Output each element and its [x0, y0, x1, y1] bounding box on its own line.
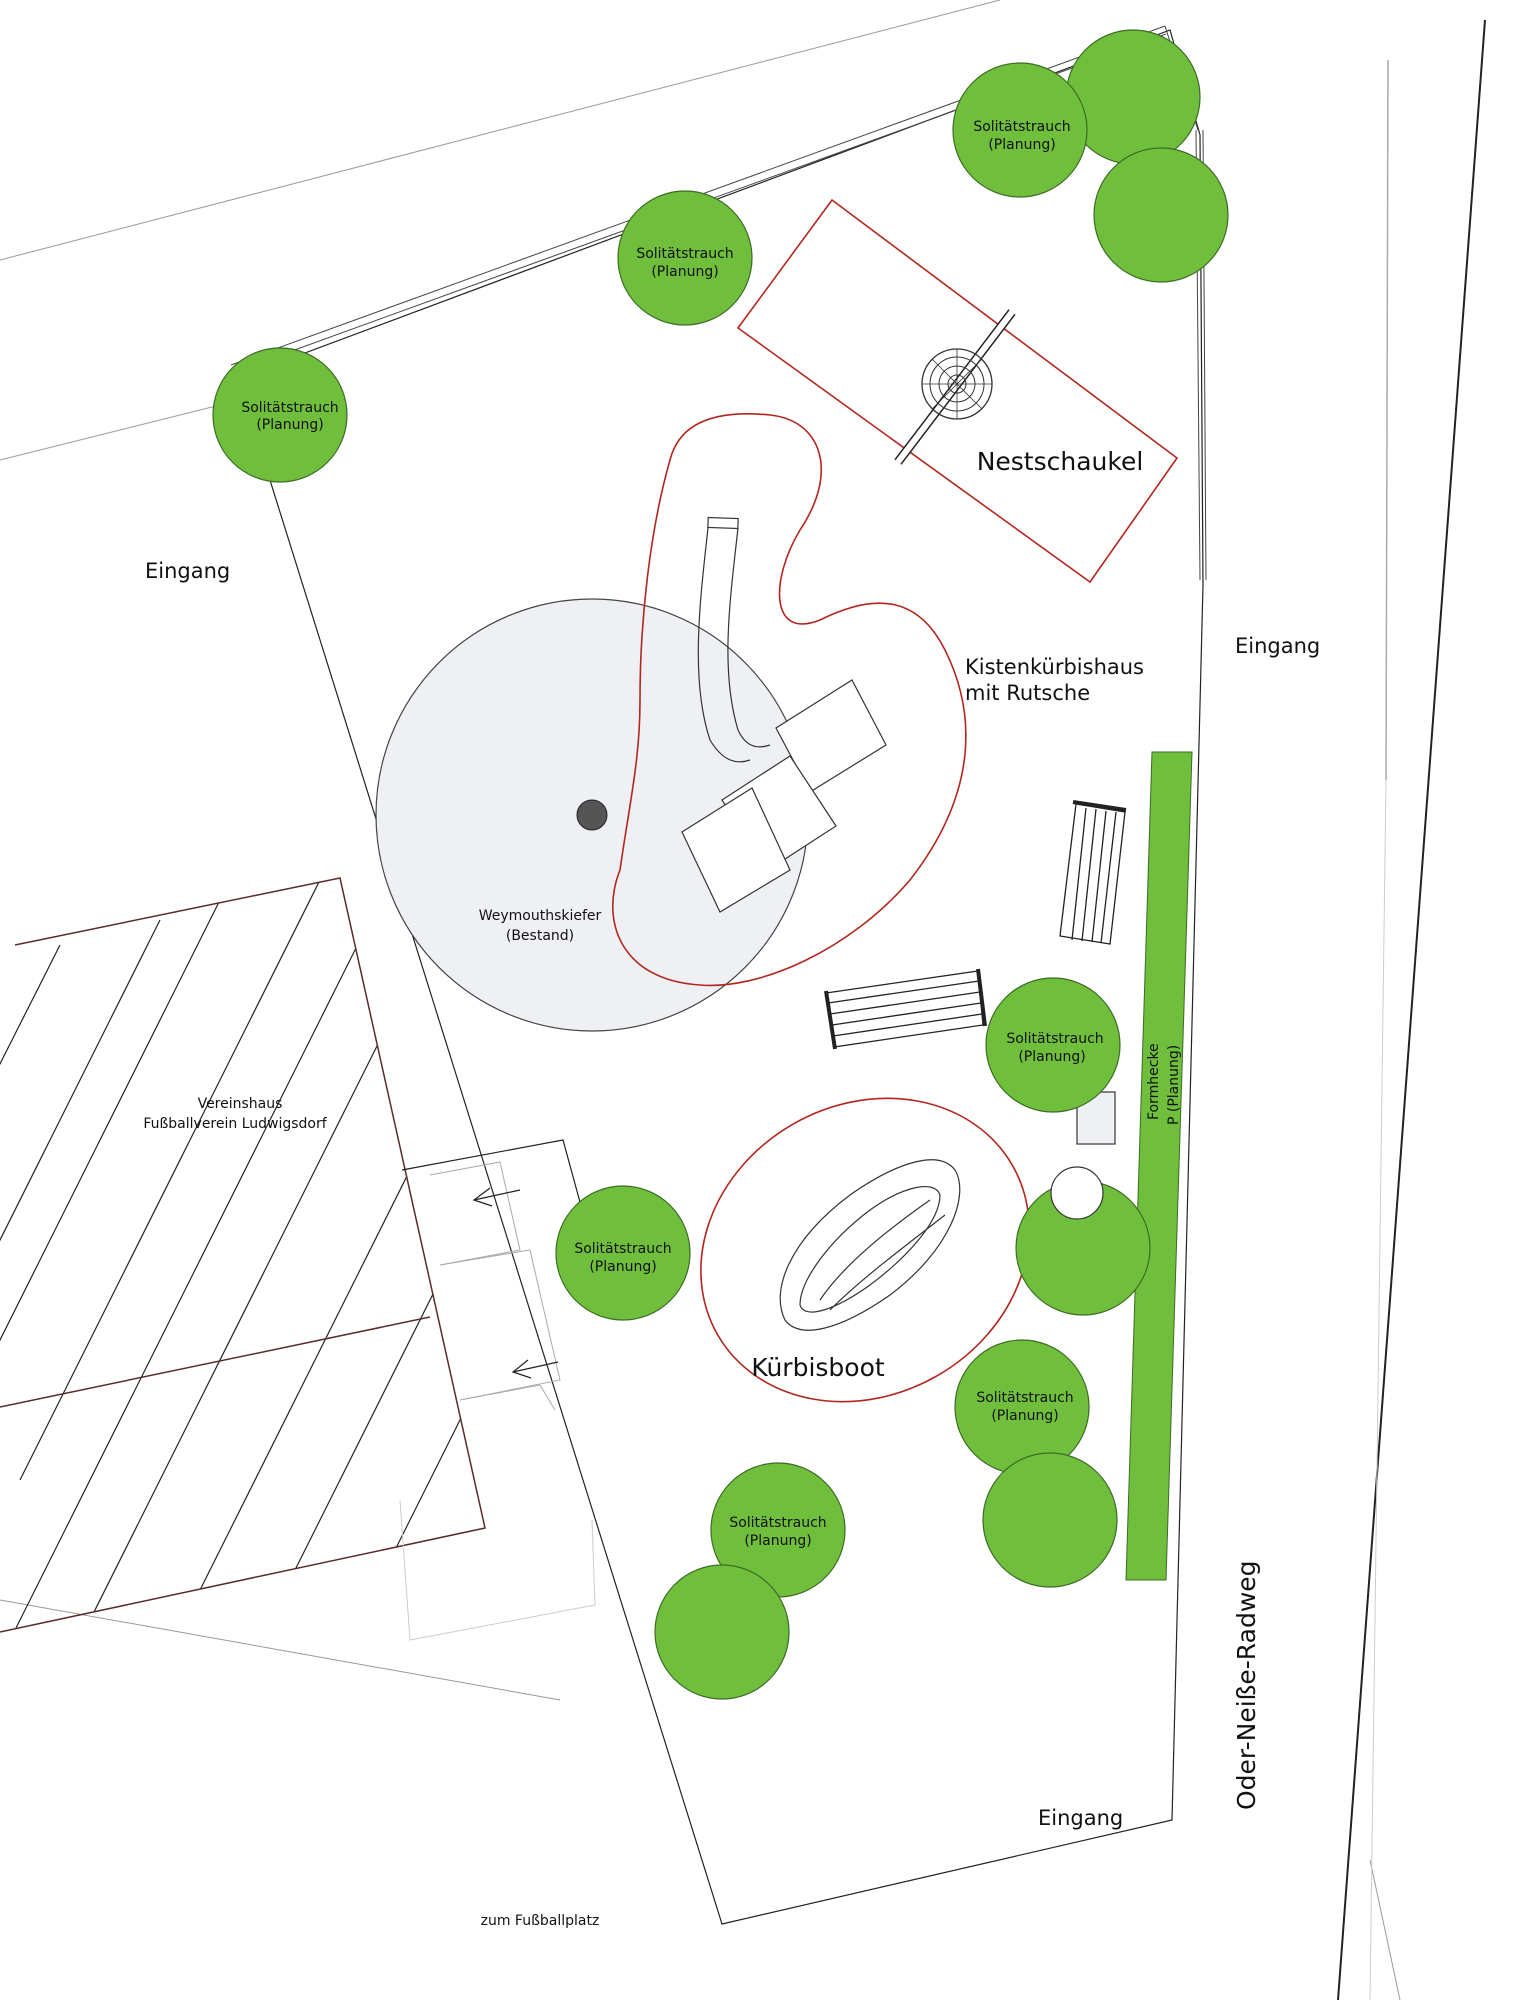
- shrub: Solitätstrauch (Planung): [617, 190, 753, 326]
- vereinshaus-building: Vereinshaus Fußballverein Ludwigsdorf: [0, 877, 486, 1633]
- kistenhaus-label-1: Kistenkürbishaus: [965, 655, 1144, 679]
- radweg-label: Oder-Neiße-Radweg: [1232, 1560, 1261, 1810]
- shrub-label-2: (Planung): [744, 1533, 811, 1549]
- weymouth-label-2: (Bestand): [506, 928, 574, 944]
- eingang-south-label: Eingang: [1038, 1806, 1123, 1830]
- shrub-label-1: Solitätstrauch: [729, 1515, 826, 1531]
- shrub: Solitätstrauch (Planung): [954, 1339, 1118, 1588]
- formhecke-label-2: P (Planung): [1166, 1045, 1182, 1125]
- shrub-label-2: (Planung): [1018, 1049, 1085, 1065]
- nestschaukel: Nestschaukel: [736, 198, 1179, 584]
- eingang-east-label: Eingang: [1235, 634, 1320, 658]
- shrub-label-2: (Planung): [256, 417, 323, 433]
- bench: [824, 968, 987, 1050]
- small-round-table: [1050, 1166, 1104, 1220]
- formhecke-label-1: Formhecke: [1146, 1043, 1162, 1120]
- shrub-label-1: Solitätstrauch: [241, 400, 338, 416]
- arrow-icon: [472, 1187, 521, 1207]
- vereinshaus-label-2: Fußballverein Ludwigsdorf: [143, 1116, 327, 1132]
- shrub: Solitätstrauch (Planung): [952, 29, 1229, 283]
- kuerbisboot: Kürbisboot: [700, 1097, 1030, 1403]
- shrub-label-2: (Planung): [651, 264, 718, 280]
- pumpkin-boat-icon: [779, 1159, 961, 1331]
- shrub: [1015, 1166, 1151, 1316]
- house-boxes: [681, 679, 887, 913]
- kistenhaus-label-2: mit Rutsche: [965, 681, 1090, 705]
- background-lines: [0, 0, 1401, 2000]
- formhecke-hedge: Formhecke P (Planung): [1125, 751, 1193, 1581]
- shrub: Solitätstrauch (Planung): [555, 1185, 691, 1321]
- shrub: Solitätstrauch (Planung): [654, 1462, 846, 1700]
- shrub-label-1: Solitätstrauch: [1006, 1031, 1103, 1047]
- shrub: Solitätstrauch (Planung): [212, 347, 348, 483]
- weymouthskiefer-tree: Weymouthskiefer (Bestand): [375, 598, 809, 1032]
- shrub-label-2: (Planung): [991, 1408, 1058, 1424]
- plot-boundary: [237, 29, 1204, 1925]
- vereinshaus-label-1: Vereinshaus: [198, 1096, 283, 1112]
- shrub-label-1: Solitätstrauch: [636, 246, 733, 262]
- terrace: [399, 1139, 596, 1641]
- shrub-label-1: Solitätstrauch: [574, 1241, 671, 1257]
- slide: [697, 516, 771, 763]
- bench: [1059, 800, 1127, 945]
- shrub-label-2: (Planung): [988, 137, 1055, 153]
- weymouth-label-1: Weymouthskiefer: [479, 908, 602, 924]
- nest-swing-icon: [921, 348, 993, 420]
- nestschaukel-label: Nestschaukel: [977, 447, 1144, 476]
- shrub: Solitätstrauch (Planung): [985, 977, 1121, 1113]
- radweg-road: [1337, 19, 1486, 2000]
- shrub-label-1: Solitätstrauch: [976, 1390, 1073, 1406]
- kuerbisboot-label: Kürbisboot: [751, 1353, 885, 1382]
- kistenkuerbishaus: Kistenkürbishaus mit Rutsche: [612, 413, 1144, 987]
- arrow-icon: [511, 1359, 559, 1379]
- fussballplatz-label: zum Fußballplatz: [481, 1913, 600, 1929]
- eingang-west-label: Eingang: [145, 559, 230, 583]
- shrub-label-2: (Planung): [589, 1259, 656, 1275]
- shrub-label-1: Solitätstrauch: [973, 119, 1070, 135]
